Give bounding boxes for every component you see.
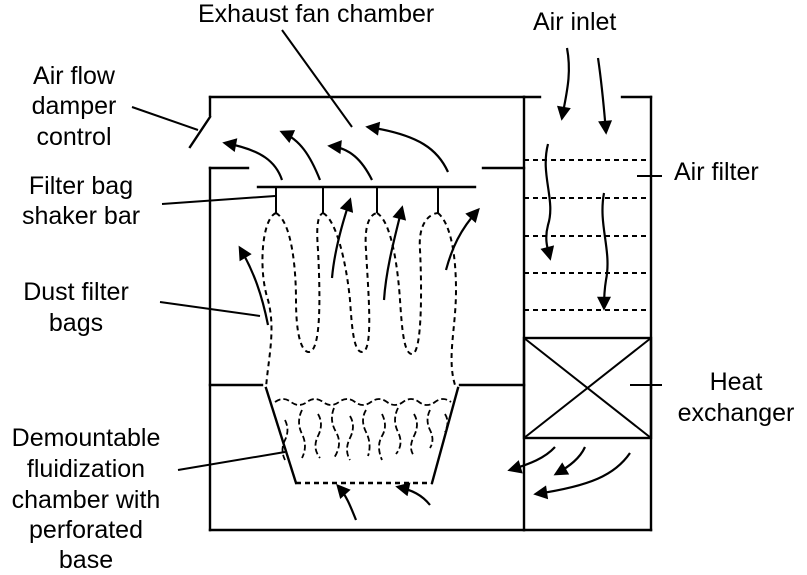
air-flow-damper [188, 115, 212, 149]
label-air-filter: Air filter [674, 158, 759, 186]
fluidized-particles [274, 398, 452, 461]
filter-bag-shaker-bar [256, 185, 477, 213]
air-filter-layers [524, 159, 651, 311]
label-air-flow-damper-line1: Air flow [33, 62, 116, 90]
label-dust-filter-bags-line2: bags [49, 309, 103, 337]
label-demountable-line3: chamber with [12, 486, 161, 514]
label-dust-filter-bags-line1: Dust filter [23, 278, 129, 306]
label-demountable-line2: fluidization [27, 455, 145, 483]
label-demountable-line1: Demountable [12, 424, 161, 452]
label-air-inlet: Air inlet [533, 8, 616, 36]
label-demountable-line4: perforated [29, 516, 143, 544]
label-air-flow-damper-line2: damper [32, 92, 117, 120]
label-filter-bag-shaker-line2: shaker bar [22, 202, 140, 230]
label-heat-exchanger-line1: Heat [710, 368, 763, 396]
labels: Exhaust fan chamber Air inlet Air flow d… [12, 0, 795, 574]
dust-filter-bags [261, 212, 458, 389]
heat-exchanger [522, 336, 653, 440]
leader-lines [131, 29, 662, 471]
label-air-flow-damper-line3: control [36, 123, 111, 151]
label-heat-exchanger-line2: exchanger [678, 399, 795, 427]
label-filter-bag-shaker-line1: Filter bag [29, 172, 133, 200]
label-exhaust-fan-chamber: Exhaust fan chamber [198, 0, 434, 28]
fluidization-chamber [264, 386, 460, 485]
label-demountable-line5: base [59, 546, 113, 574]
air-flow-arrows [222, 47, 631, 521]
dryer-housing [208, 95, 653, 532]
